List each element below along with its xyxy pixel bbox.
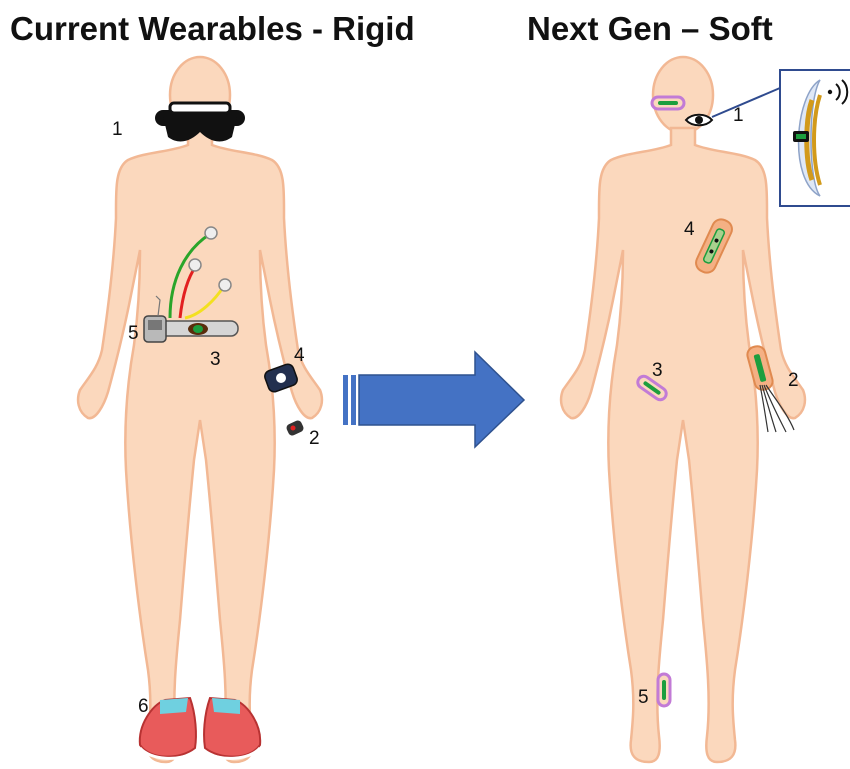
eye-icon	[686, 115, 712, 126]
label-right-5: 5	[638, 687, 649, 709]
ring-tracker-icon	[285, 419, 305, 437]
left-body-figure	[78, 57, 322, 762]
callout-line	[712, 88, 780, 117]
label-left-1: 1	[112, 119, 123, 141]
label-right-2: 2	[788, 370, 799, 392]
label-left-5: 5	[128, 323, 139, 345]
forehead-patch-icon	[652, 97, 684, 109]
transition-arrow	[343, 352, 524, 447]
smart-contact-lens-callout	[780, 70, 850, 206]
right-body-figure	[561, 57, 805, 762]
sneakers-icon	[140, 698, 260, 758]
label-left-3: 3	[210, 349, 221, 371]
label-right-3: 3	[652, 360, 663, 382]
label-left-6: 6	[138, 696, 149, 718]
label-left-2: 2	[309, 428, 320, 450]
label-left-4: 4	[294, 345, 305, 367]
ankle-patch-icon	[658, 674, 670, 706]
label-right-4: 4	[684, 219, 695, 241]
label-right-1: 1	[733, 105, 744, 127]
